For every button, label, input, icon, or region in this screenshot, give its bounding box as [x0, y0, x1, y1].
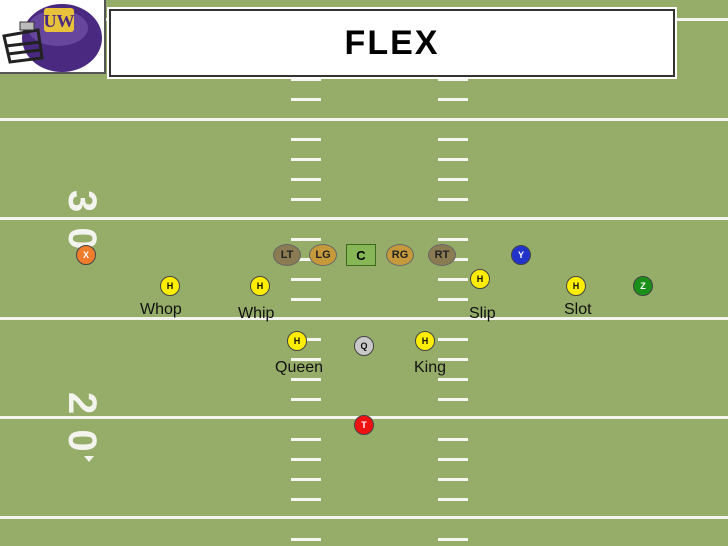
yard-line	[0, 217, 728, 220]
hash-mark	[438, 538, 468, 541]
player-z[interactable]: Z	[633, 276, 653, 296]
label-king: King	[414, 359, 447, 376]
hash-mark	[291, 478, 321, 481]
label-whop: Whop	[140, 301, 182, 318]
label-queen: Queen	[275, 359, 324, 376]
player-lg[interactable]: LG	[309, 244, 337, 266]
hash-mark	[291, 298, 321, 301]
yard-number-30: 3 0	[60, 190, 104, 252]
hash-mark	[291, 498, 321, 501]
player-c[interactable]: C	[346, 244, 376, 266]
hash-mark	[438, 498, 468, 501]
hash-mark	[291, 438, 321, 441]
yard-arrow	[84, 456, 94, 462]
player-rg[interactable]: RG	[386, 244, 414, 266]
hash-mark	[438, 278, 468, 281]
team-logo: UW	[0, 0, 106, 74]
player-x[interactable]: X	[76, 245, 96, 265]
hash-mark	[291, 398, 321, 401]
player-h-king[interactable]: H	[415, 331, 435, 351]
label-slip: Slip	[469, 305, 496, 322]
hash-mark	[291, 458, 321, 461]
hash-mark	[291, 358, 321, 361]
hash-mark	[438, 178, 468, 181]
hash-mark	[438, 338, 468, 341]
hash-mark	[438, 198, 468, 201]
hash-mark	[291, 78, 321, 81]
yard-line	[0, 516, 728, 519]
player-h-whop[interactable]: H	[160, 276, 180, 296]
player-q[interactable]: Q	[354, 336, 374, 356]
hash-mark	[291, 238, 321, 241]
hash-mark	[438, 98, 468, 101]
label-slot: Slot	[564, 301, 592, 318]
player-h-slip[interactable]: H	[470, 269, 490, 289]
helmet-icon: UW	[2, 4, 102, 72]
player-h-whip[interactable]: H	[250, 276, 270, 296]
label-whip: Whip	[238, 305, 275, 322]
player-lt[interactable]: LT	[273, 244, 301, 266]
hash-mark	[291, 98, 321, 101]
logo-letters: UW	[44, 11, 75, 31]
player-rt[interactable]: RT	[428, 244, 456, 266]
hash-mark	[438, 398, 468, 401]
hash-mark	[291, 258, 321, 261]
hash-mark	[291, 178, 321, 181]
hash-mark	[438, 138, 468, 141]
title-banner: FLEX	[109, 9, 675, 77]
player-t[interactable]: T	[354, 415, 374, 435]
hash-mark	[438, 438, 468, 441]
hash-mark	[438, 298, 468, 301]
yard-line	[0, 317, 728, 320]
player-h-queen[interactable]: H	[287, 331, 307, 351]
hash-mark	[291, 138, 321, 141]
hash-mark	[438, 478, 468, 481]
play-title: FLEX	[344, 23, 440, 62]
hash-mark	[291, 278, 321, 281]
yard-number-20: 2 0	[60, 392, 104, 454]
hash-mark	[291, 158, 321, 161]
player-y[interactable]: Y	[511, 245, 531, 265]
hash-mark	[438, 78, 468, 81]
hash-mark	[438, 158, 468, 161]
yard-line	[0, 118, 728, 121]
hash-mark	[438, 358, 468, 361]
hash-mark	[291, 378, 321, 381]
hash-mark	[438, 458, 468, 461]
hash-mark	[438, 238, 468, 241]
player-h-slot[interactable]: H	[566, 276, 586, 296]
hash-mark	[438, 378, 468, 381]
hash-mark	[291, 198, 321, 201]
hash-mark	[291, 538, 321, 541]
